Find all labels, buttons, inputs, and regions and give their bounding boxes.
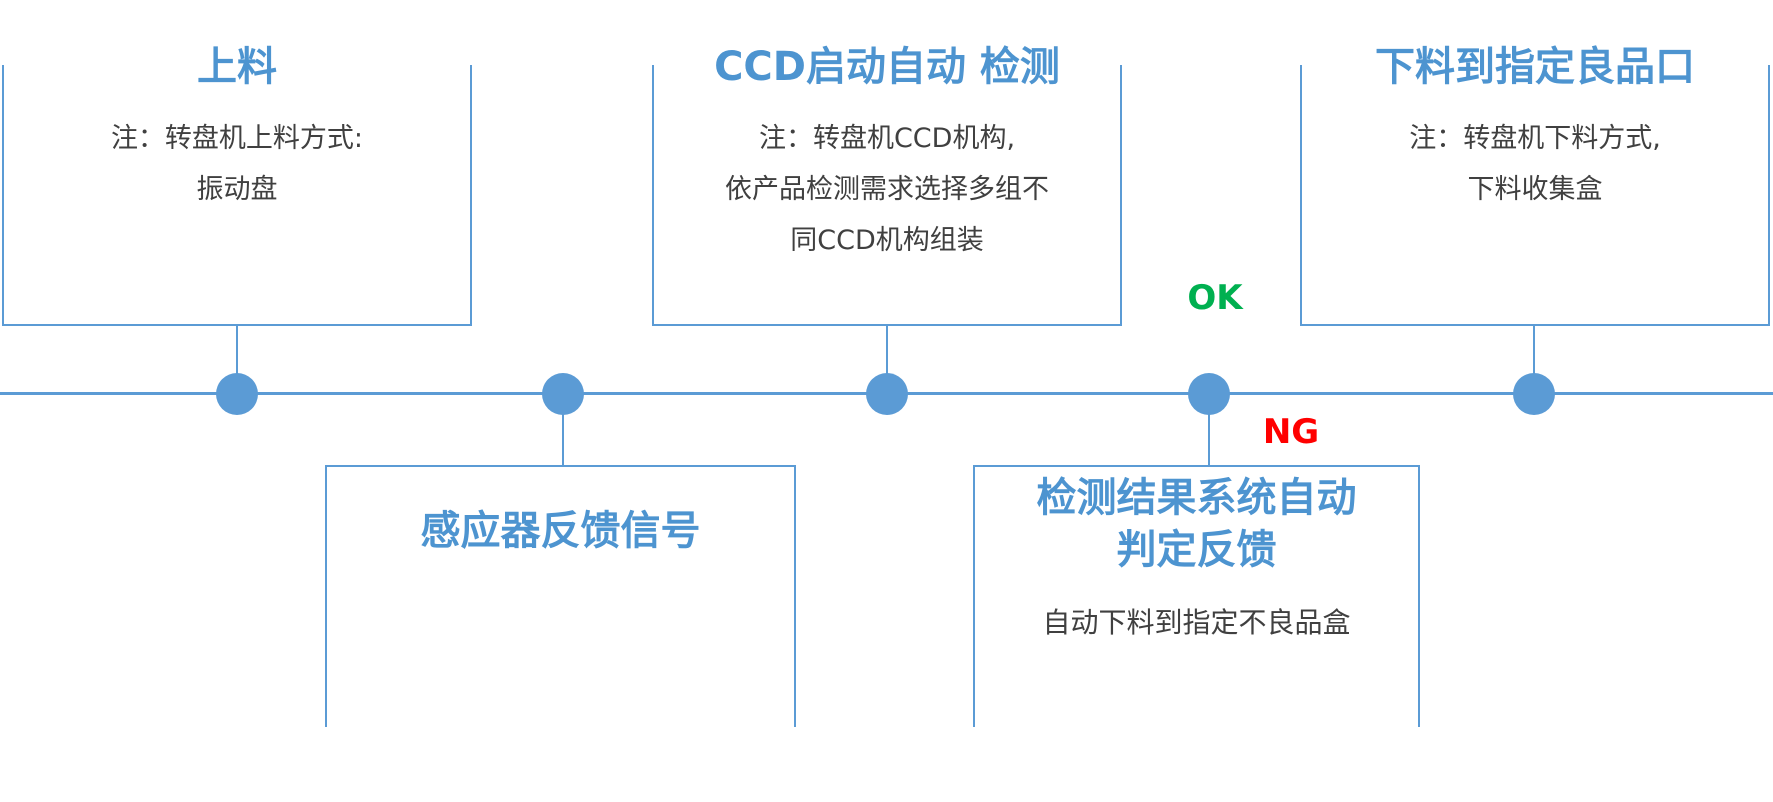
box-judge-title: 检测结果系统自动 判定反馈: [975, 472, 1418, 576]
box-ccd-note-line: 同CCD机构组装: [790, 225, 984, 256]
box-judge-title-line: 判定反馈: [1116, 527, 1277, 573]
connector-node-judge: [1208, 394, 1210, 465]
process-box-judge-feedback: 检测结果系统自动 判定反馈 自动下料到指定不良品盒: [973, 465, 1420, 727]
process-box-unload-good: 下料到指定良品口 注：转盘机下料方式, 下料收集盒: [1300, 44, 1770, 326]
connector-ccd-node: [886, 326, 888, 376]
process-box-ccd-inspection: CCD启动自动 检测 注：转盘机CCD机构, 依产品检测需求选择多组不 同CCD…: [652, 44, 1122, 326]
box-loading-title: 上料: [197, 44, 277, 90]
timeline-node-3: [866, 373, 908, 415]
ng-branch-label: NG: [1262, 412, 1320, 452]
connector-node-sensor: [562, 394, 564, 465]
box-sensor-title: 感应器反馈信号: [327, 505, 794, 557]
timeline-node-4: [1188, 373, 1230, 415]
box-judge-title-line: 检测结果系统自动: [1036, 475, 1357, 521]
box-loading-note-line: 振动盘: [196, 174, 278, 205]
box-loading-notes: 注：转盘机上料方式: 振动盘: [4, 113, 470, 215]
timeline-node-1: [216, 373, 258, 415]
box-unload-note-line: 下料收集盒: [1467, 174, 1603, 205]
box-judge-notes: 自动下料到指定不良品盒: [975, 597, 1418, 648]
box-ccd-note-line: 注：转盘机CCD机构,: [758, 123, 1016, 154]
box-loading-note-line: 注：转盘机上料方式:: [110, 123, 364, 154]
timeline-node-2: [542, 373, 584, 415]
box-judge-note-line: 自动下料到指定不良品盒: [1042, 606, 1351, 639]
box-ccd-notes: 注：转盘机CCD机构, 依产品检测需求选择多组不 同CCD机构组装: [654, 113, 1120, 266]
process-box-loading: 上料 注：转盘机上料方式: 振动盘: [2, 44, 472, 326]
connector-loading-node: [236, 326, 238, 376]
box-ccd-note-line: 依产品检测需求选择多组不: [725, 174, 1049, 205]
connector-unload-node: [1533, 326, 1535, 376]
box-unload-title: 下料到指定良品口: [1375, 44, 1695, 90]
box-unload-notes: 注：转盘机下料方式, 下料收集盒: [1302, 113, 1768, 215]
box-unload-note-line: 注：转盘机下料方式,: [1409, 123, 1661, 154]
ok-branch-label: OK: [1187, 278, 1243, 318]
box-sensor-title-line: 感应器反馈信号: [420, 508, 701, 554]
process-box-sensor-feedback: 感应器反馈信号: [325, 465, 796, 727]
timeline-node-5: [1513, 373, 1555, 415]
box-ccd-title: CCD启动自动 检测: [714, 44, 1060, 90]
